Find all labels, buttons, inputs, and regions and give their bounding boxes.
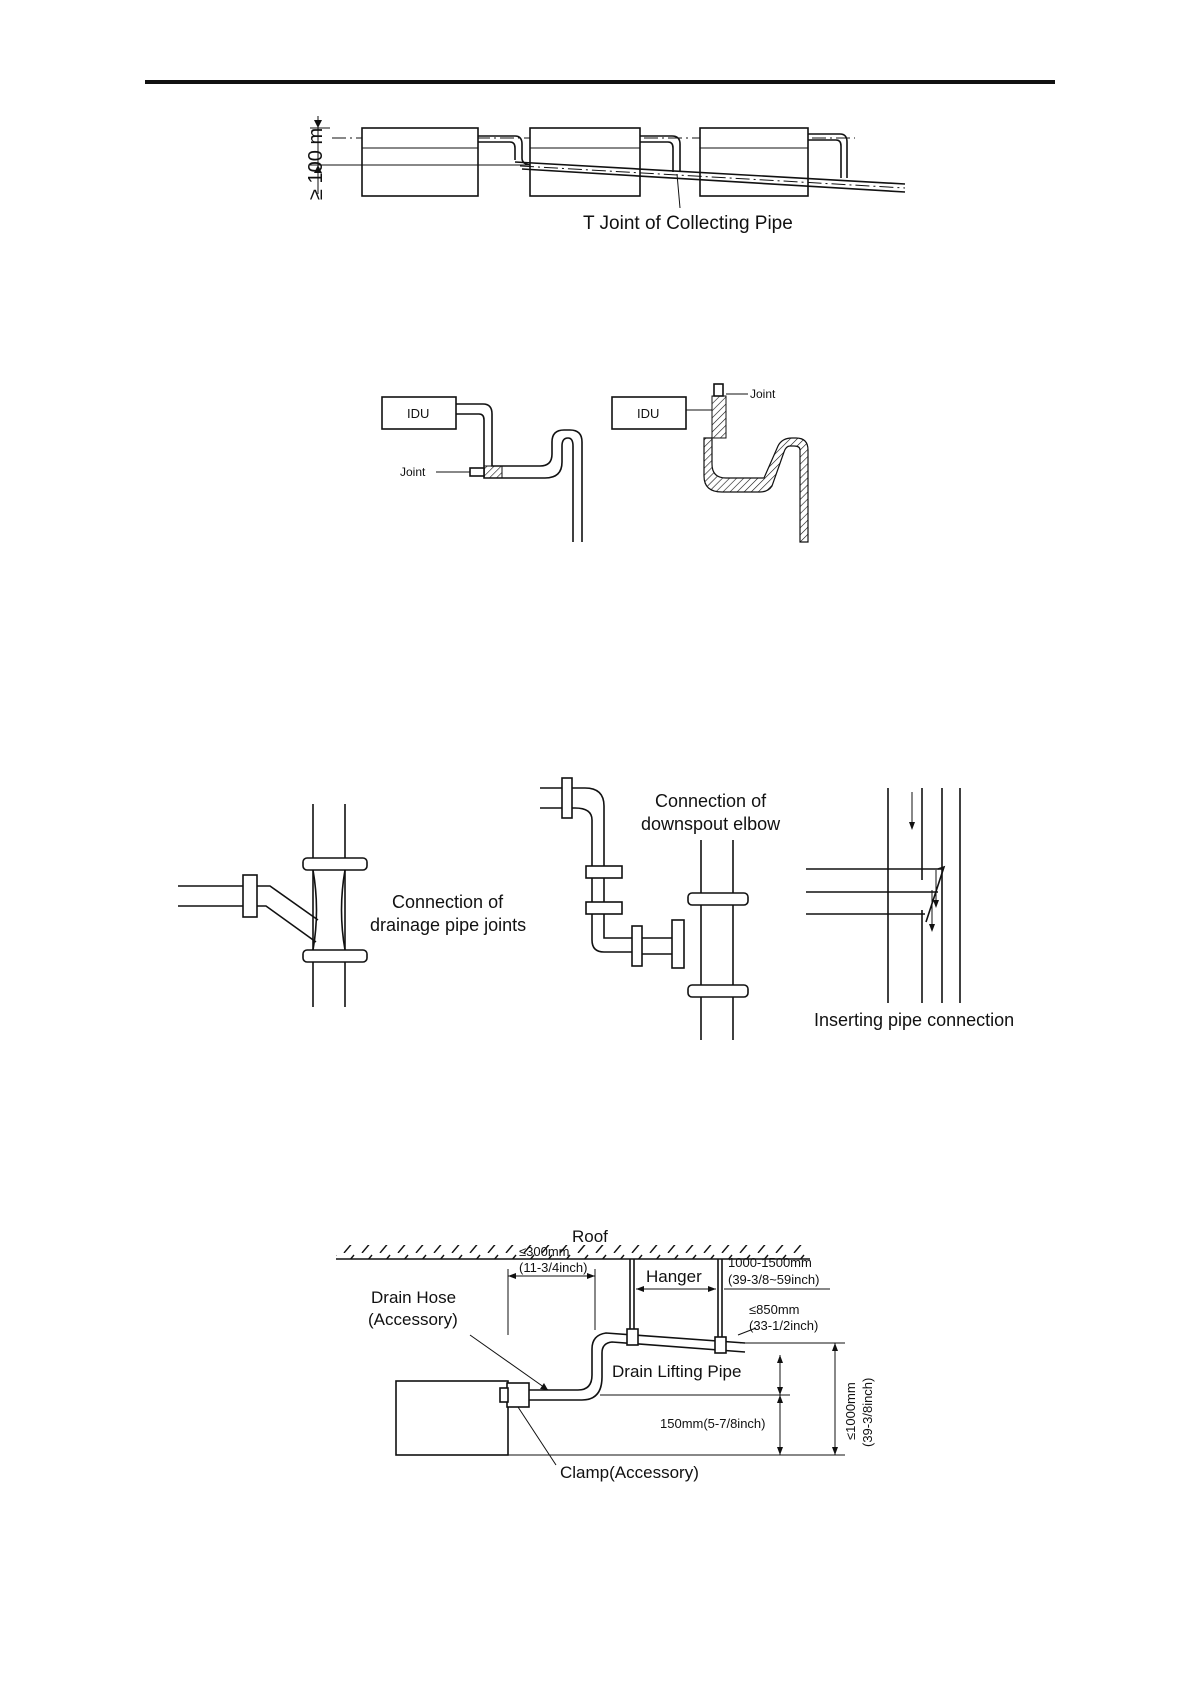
right-idu-label: IDU: [637, 406, 659, 421]
figure-collecting-pipe: ≥ 100 m T Joint of Collecting Pipe: [0, 100, 1191, 250]
left-joint-label: Joint: [400, 465, 426, 479]
joint-position-diagram: IDU Joint IDU Joint: [381, 383, 809, 543]
figure-drain-lifting: Roof ≤300mm (11-3/4inch) Hanger 1000-150…: [0, 1225, 1191, 1495]
clamp-label: Clamp(Accessory): [560, 1463, 699, 1482]
drainage-connection-diagram: Connection of drainage pipe joints Conne…: [178, 777, 1014, 1040]
dim-1000-1500-label-2: (39-3/8~59inch): [728, 1272, 819, 1287]
branch-collar: [242, 874, 258, 918]
dim-300-label-2: (11-3/4inch): [519, 1260, 587, 1275]
collecting-pipe-diagram: ≥ 100 m T Joint of Collecting Pipe: [305, 116, 906, 234]
joints-label-1: Connection of: [392, 892, 504, 912]
clamp: [506, 1382, 530, 1408]
downspout-collar-top: [687, 892, 749, 906]
downspout-collar-bottom: [687, 984, 749, 998]
elbow-label-1: Connection of: [655, 791, 767, 811]
dim-1000-1500-label-1: 1000-1500mm: [728, 1255, 812, 1270]
joint-collar-bottom: [302, 949, 368, 963]
elbow-collar-lower: [585, 901, 623, 915]
hanger-label: Hanger: [646, 1267, 702, 1286]
right-idu-box: [611, 396, 687, 430]
dim-1000-label-2: (39-3/8inch): [860, 1378, 875, 1447]
dim-300-label-1: ≤300mm: [519, 1244, 569, 1259]
left-idu-label: IDU: [407, 406, 429, 421]
indoor-unit: [395, 1380, 509, 1456]
drain-lifting-diagram: Roof ≤300mm (11-3/4inch) Hanger 1000-150…: [336, 1227, 875, 1482]
height-label: ≥ 100 m: [305, 128, 327, 200]
lifting-pipe-hanger-clip-1: [626, 1328, 639, 1346]
elbow-inlet-collar: [561, 777, 573, 819]
elbow-flange: [671, 919, 685, 969]
drain-hose-label-2: (Accessory): [368, 1310, 458, 1329]
joints-label-2: drainage pipe joints: [370, 915, 526, 935]
joint-collar-top: [302, 857, 368, 871]
elbow-collar-upper: [585, 865, 623, 879]
figure-joint-positions: IDU Joint IDU Joint: [0, 380, 1191, 550]
figure-drainage-connections: Connection of drainage pipe joints Conne…: [0, 770, 1191, 1050]
insert-label: Inserting pipe connection: [814, 1010, 1014, 1030]
indoor-unit-2: [529, 127, 641, 197]
left-idu-box: [381, 396, 457, 430]
t-joint-label: T Joint of Collecting Pipe: [583, 213, 793, 234]
dim-1000-label-1: ≤1000mm: [843, 1382, 858, 1440]
right-joint-label: Joint: [750, 387, 776, 401]
header-rule: [145, 80, 1055, 84]
dim-850-label-2: (33-1/2inch): [749, 1318, 818, 1333]
dim-150-label: 150mm(5-7/8inch): [660, 1416, 766, 1431]
elbow-label-2: downspout elbow: [641, 814, 781, 834]
lifting-pipe-label: Drain Lifting Pipe: [612, 1362, 741, 1381]
roof-hatch: [336, 1245, 810, 1259]
elbow-outlet-collar: [631, 925, 643, 967]
roof-label: Roof: [572, 1227, 608, 1246]
dim-850-label-1: ≤850mm: [749, 1302, 799, 1317]
left-joint-marker: [483, 465, 503, 479]
right-joint-marker: [711, 395, 727, 439]
lifting-pipe-hanger-clip-2: [714, 1336, 727, 1354]
drain-hose-label-1: Drain Hose: [371, 1288, 456, 1307]
indoor-unit-1: [361, 127, 479, 197]
